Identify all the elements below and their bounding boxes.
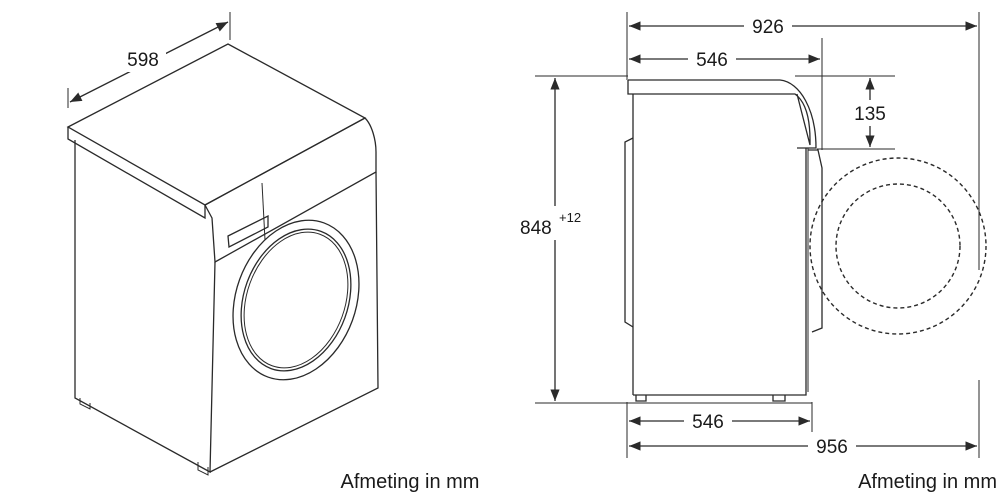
depth-body-top-label-bg	[688, 46, 736, 72]
depth-body-bottom-label: 546	[692, 412, 724, 433]
worktop-top-face	[66, 43, 367, 206]
width-label-bg	[122, 44, 166, 72]
door-open-outer	[809, 157, 987, 335]
panel-divider	[261, 182, 266, 241]
depth-body-bottom-label-bg	[684, 408, 732, 434]
width-label: 598	[127, 50, 159, 71]
door-side	[808, 149, 823, 333]
door-outer-ring	[232, 219, 360, 381]
foot-right	[197, 462, 209, 476]
depth-door-open-label-bg	[744, 13, 792, 39]
height-label-bg	[516, 206, 592, 240]
worktop-outline	[628, 79, 817, 149]
washer-side-view: 926 546 135 848 +12 546	[516, 12, 997, 493]
door-glass	[243, 231, 349, 369]
top-panel-label-bg	[848, 100, 892, 126]
foot-rear	[635, 395, 647, 402]
foot-front	[772, 395, 786, 402]
front-panel	[209, 171, 379, 473]
top-panel-label: 135	[854, 104, 886, 125]
depth-door-open-label: 926	[752, 17, 784, 38]
door-open-inner	[835, 183, 961, 309]
washer-isometric-view: 598 Afmeting in mm	[66, 12, 480, 493]
display-window	[227, 214, 269, 249]
height-label: 848	[520, 218, 552, 239]
door-inner-ring	[240, 228, 352, 372]
worktop-front-edge	[67, 127, 206, 220]
worktop-side	[627, 80, 811, 146]
control-panel	[204, 117, 377, 264]
foot-left	[79, 398, 91, 410]
total-depth-label: 956	[816, 437, 848, 458]
depth-body-top-label: 546	[696, 50, 728, 71]
side-panel	[74, 140, 216, 474]
rear-cover	[624, 137, 634, 328]
total-depth-label-bg	[808, 433, 856, 459]
caption-left: Afmeting in mm	[341, 471, 480, 493]
caption-right: Afmeting in mm	[858, 471, 997, 493]
base-and-front	[633, 148, 807, 396]
height-tolerance: +12	[559, 210, 581, 225]
